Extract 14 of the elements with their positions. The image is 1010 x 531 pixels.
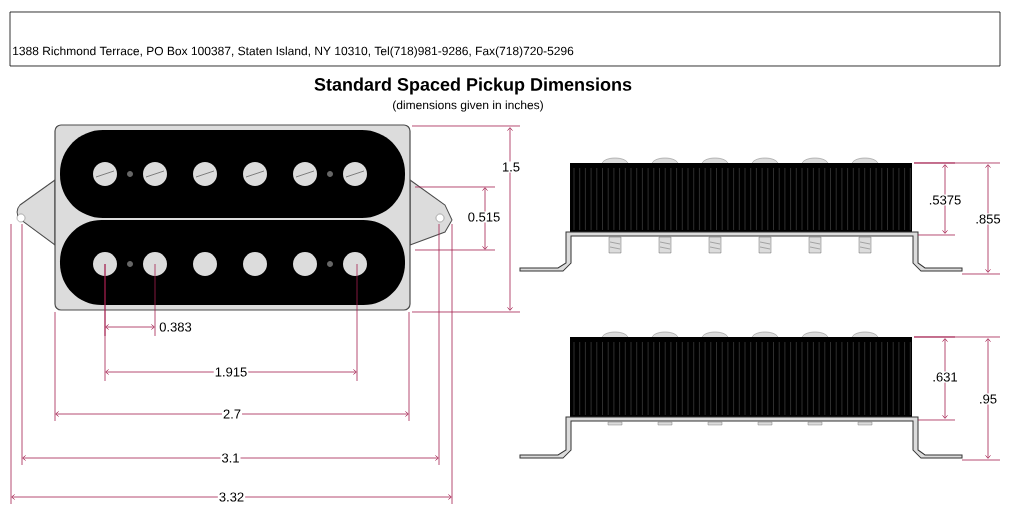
- dimension-label: 1.915: [213, 366, 249, 378]
- dimension-label: 1.5: [500, 161, 522, 173]
- dimension-label: .855: [974, 213, 1002, 225]
- dimension-label: .95: [977, 393, 999, 405]
- dimension-label: .631: [931, 371, 959, 383]
- subtitle: (dimensions given in inches): [393, 100, 543, 112]
- title: Standard Spaced Pickup Dimensions: [314, 77, 632, 95]
- dimension-label: 3.1: [220, 452, 241, 464]
- dimension-label: 0.383: [158, 321, 193, 333]
- dimension-label: 3.32: [217, 491, 246, 503]
- dimension-label: 2.7: [221, 408, 243, 420]
- dimension-label: .5375: [927, 194, 963, 206]
- dimension-label: 0.515: [466, 211, 502, 223]
- letterhead-box: 1388 Richmond Terrace, PO Box 100387, Staten Island, NY 10310, Tel(718)981-9286, Fax(718)720-5296: [9, 11, 1001, 67]
